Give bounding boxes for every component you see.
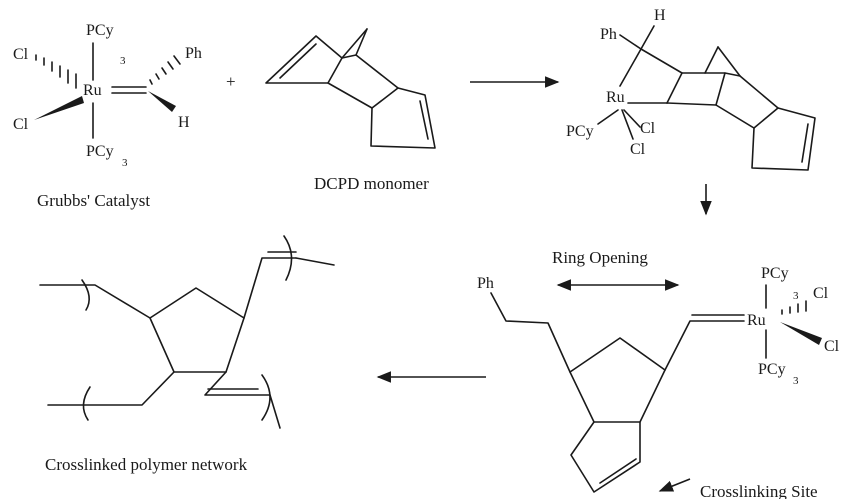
grubbs-pcy-top: PCy xyxy=(86,22,114,39)
opened-ph: Ph xyxy=(477,275,494,292)
hashed-bond-ru-cl-upper xyxy=(35,54,77,89)
intermediate-bridge-base xyxy=(724,72,741,77)
polymer-upper-right-chain xyxy=(243,257,297,319)
intermediate-ph: Ph xyxy=(600,26,617,43)
grubbs-pcy-top-subscript: 3 xyxy=(120,55,126,67)
polymer-upper-left-chain xyxy=(39,284,151,319)
polymer-lower-right-chain xyxy=(204,371,271,396)
polymer-lower-right-bracket xyxy=(261,374,271,421)
intermediate-ru: Ru xyxy=(606,89,625,106)
intermediate-cyclopentene-double-bond xyxy=(801,123,809,163)
monomer-norbornene-front xyxy=(265,35,343,84)
grubbs-pcy-bottom-subscript: 3 xyxy=(122,157,128,169)
opened-pcy-bottom: PCy xyxy=(758,361,786,378)
crosslink-label: Crosslinking Site xyxy=(700,482,818,499)
crosslinked-polymer: Crosslinked polymer network xyxy=(39,235,335,474)
monomer-bridge-left xyxy=(341,28,368,59)
grubbs-h: H xyxy=(178,114,190,131)
polymer-lower-right-end xyxy=(269,394,281,429)
opened-ethyl-chain xyxy=(490,292,571,373)
opened-cl1: Cl xyxy=(813,285,829,302)
polymer-caption: Crosslinked polymer network xyxy=(45,455,248,474)
polymer-upper-right-bracket xyxy=(283,235,293,281)
polymer-cyclopentane xyxy=(149,287,245,373)
polymer-upper-left-bracket xyxy=(81,279,90,311)
hashed-bond-c-ph xyxy=(149,55,181,85)
grubbs-cl-upper: Cl xyxy=(13,46,29,63)
opened-vinyl-bond xyxy=(664,320,745,371)
grubbs-ph: Ph xyxy=(185,45,202,62)
opened-pcy-bottom-subscript: 3 xyxy=(793,375,799,387)
grubbs-ru: Ru xyxy=(83,82,102,99)
bond-c-ru xyxy=(619,48,642,87)
bond-ru-cl2 xyxy=(621,109,634,140)
bond-ru-cl1 xyxy=(623,109,641,128)
intermediate-h: H xyxy=(654,7,666,24)
bond-c-c xyxy=(640,48,683,74)
polymer-lower-left-chain xyxy=(47,371,175,406)
opened-cyclopentene-double-bond xyxy=(599,458,637,484)
monomer-caption: DCPD monomer xyxy=(314,174,429,193)
intermediate-bridge-left xyxy=(704,46,719,74)
opened-cyclopentene xyxy=(570,421,641,493)
opened-cyclopentane xyxy=(569,337,666,423)
intermediate-pcy: PCy xyxy=(566,123,594,140)
monomer-cyclopentene-double-bond xyxy=(419,100,429,140)
ring-opening-label: Ring Opening xyxy=(552,248,648,267)
intermediate-bridge-right xyxy=(717,46,741,77)
intermediate-cl2: Cl xyxy=(630,141,646,158)
bond-c-h xyxy=(640,25,655,50)
monomer-cyclopentene xyxy=(370,87,436,149)
intermediate-norbornane-back xyxy=(715,75,779,129)
grubbs-cl-lower: Cl xyxy=(13,116,29,133)
grubbs-caption: Grubbs' Catalyst xyxy=(37,191,150,210)
bond-metallacycle-side xyxy=(666,72,683,104)
bond-ru-pcy xyxy=(597,109,619,125)
intermediate-norbornane-front xyxy=(666,72,726,106)
wedge-bond-c-h xyxy=(148,91,176,112)
polymer-upper-right-end xyxy=(295,257,335,266)
bond-c-ph xyxy=(619,34,642,50)
wedge-bond-ru-cl-lower xyxy=(34,96,84,120)
grubbs-catalyst: PCy 3 Cl Cl Ru Ph H PCy 3 Grubbs' Cat xyxy=(13,22,202,210)
polymer-lower-left-bracket xyxy=(82,386,91,421)
opened-cl2: Cl xyxy=(824,338,840,355)
opened-ru: Ru xyxy=(747,312,766,329)
monomer-norbornene-double-bond xyxy=(279,43,317,79)
intermediate-cyclopentene xyxy=(751,107,816,171)
plus-sign: + xyxy=(226,72,236,91)
crosslink-arrow xyxy=(658,478,691,492)
opened-pcy-top: PCy xyxy=(761,265,789,282)
ring-opened-complex: Ph Ru PCy 3 Cl Cl PCy 3 xyxy=(477,265,840,493)
monomer-bridge-right xyxy=(355,28,368,56)
intermediate-cl1: Cl xyxy=(640,120,656,137)
wedge-bond-ru-cl2-opened xyxy=(780,322,822,345)
dcpd-monomer: DCPD monomer xyxy=(265,28,436,193)
opened-pcy-top-subscript: 3 xyxy=(793,290,799,302)
metallacycle-intermediate: Ph H Ru PCy Cl Cl xyxy=(566,7,816,171)
hashed-bond-ru-cl1-opened xyxy=(781,300,807,315)
grubbs-pcy-bottom: PCy xyxy=(86,143,114,160)
